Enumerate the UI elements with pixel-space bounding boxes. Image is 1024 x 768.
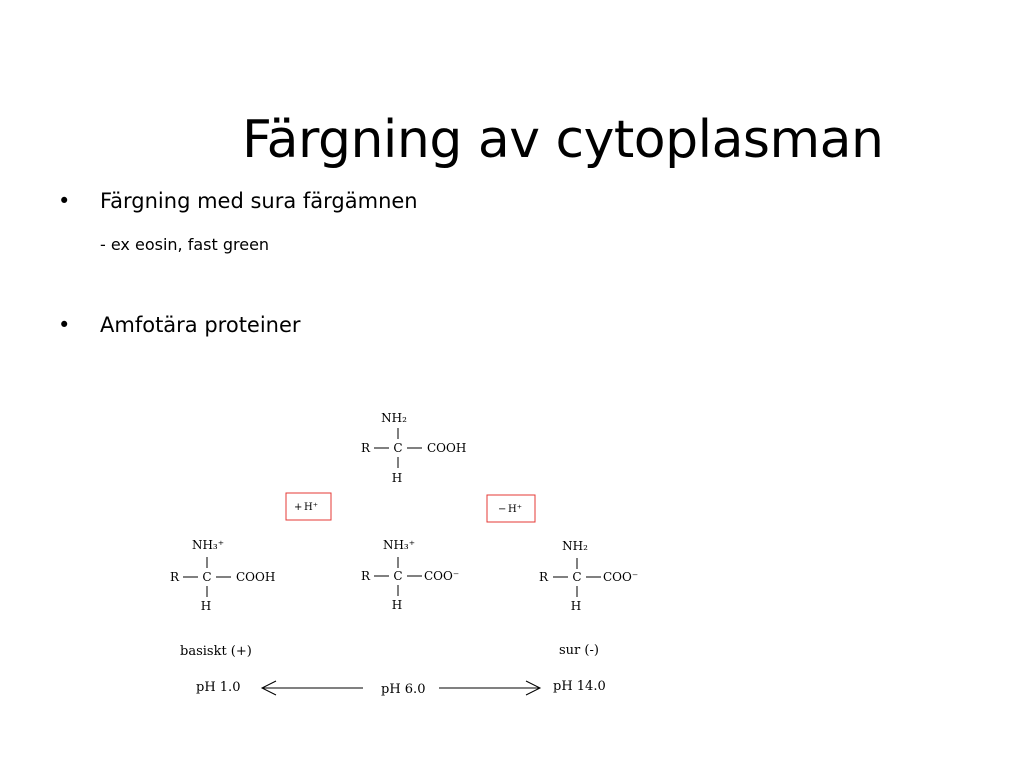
- structure-left-group: R: [539, 570, 549, 584]
- basic-caption: basiskt (+): [180, 644, 252, 659]
- structure-center-atom: C: [393, 441, 402, 455]
- structure-left-group: R: [170, 570, 180, 584]
- structure-center-atom: C: [202, 570, 211, 584]
- structure-right-group: COO⁻: [603, 570, 638, 584]
- zwitterion-structure: NH₃⁺ R C COO⁻ H: [361, 538, 459, 612]
- bullet-text-acid-dyes: Färgning med sura färgämnen: [100, 189, 418, 213]
- structure-bottom-group: H: [571, 599, 581, 613]
- add-proton-box: + H⁺: [285, 492, 332, 521]
- top-amino-acid-structure: NH₂ R C COOH H: [361, 411, 466, 485]
- structure-bottom-group: H: [392, 471, 402, 485]
- structure-bottom-group: H: [201, 599, 211, 613]
- bullet-subline-examples: - ex eosin, fast green: [100, 235, 270, 254]
- proton-removal-sign: −: [498, 504, 506, 515]
- structure-right-group: COOH: [236, 570, 275, 584]
- ph-high-label: pH 14.0: [553, 679, 606, 694]
- ph-low-label: pH 1.0: [196, 680, 240, 695]
- slide-title: Färgning av cytoplasman: [242, 110, 884, 170]
- acidic-amino-acid-structure: NH₂ R C COO⁻ H sur (-): [539, 539, 638, 658]
- structure-center-atom: C: [572, 570, 581, 584]
- structure-center-atom: C: [393, 569, 402, 583]
- bullet-marker: •: [58, 313, 71, 337]
- basic-amino-acid-structure: NH₃⁺ R C COOH H basiskt (+): [170, 538, 275, 659]
- proton-addition-label: H⁺: [304, 502, 318, 513]
- structure-top-group: NH₃⁺: [383, 538, 415, 552]
- proton-addition-sign: +: [294, 502, 302, 513]
- proton-removal-label: H⁺: [508, 504, 522, 515]
- structure-right-group: COOH: [427, 441, 466, 455]
- left-arrowhead-icon: [260, 680, 277, 696]
- structure-right-group: COO⁻: [424, 569, 459, 583]
- ph-scale: pH 1.0 pH 6.0 pH 14.0: [196, 679, 606, 697]
- bullet-marker: •: [58, 189, 71, 213]
- structure-top-group: NH₂: [562, 539, 588, 553]
- bullet-text-amphoteric-proteins: Amfotära proteiner: [100, 313, 301, 337]
- structure-top-group: NH₃⁺: [192, 538, 224, 552]
- remove-proton-box: − H⁺: [486, 494, 536, 523]
- acidic-caption: sur (-): [559, 643, 599, 658]
- structure-top-group: NH₂: [381, 411, 407, 425]
- proton-removal-border: [486, 494, 536, 523]
- structure-left-group: R: [361, 569, 371, 583]
- right-arrowhead-icon: [525, 680, 542, 696]
- proton-addition-border: [285, 492, 332, 521]
- structure-left-group: R: [361, 441, 371, 455]
- ph-middle-label: pH 6.0: [381, 682, 425, 697]
- structure-bottom-group: H: [392, 598, 402, 612]
